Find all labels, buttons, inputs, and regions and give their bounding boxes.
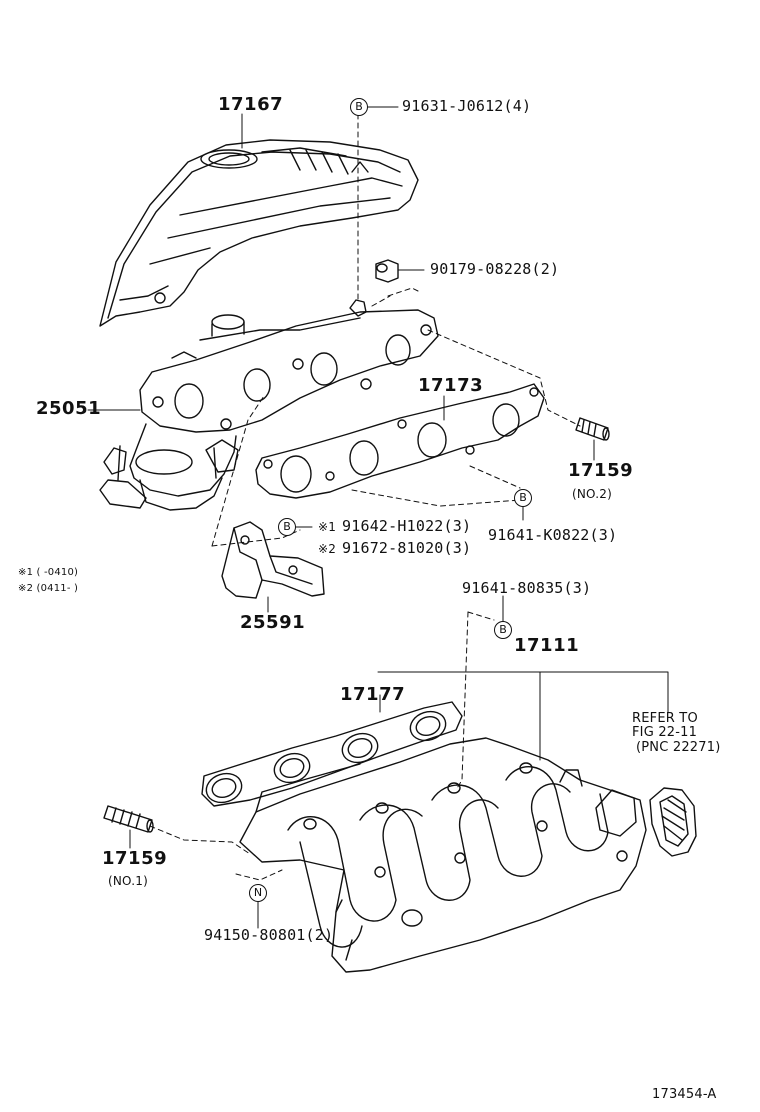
- nut-icon: [375, 259, 399, 283]
- footnote-2: ※2 (0411- ): [18, 583, 79, 594]
- footnote-1: ※1 ( -0410): [18, 567, 79, 578]
- part-number-91672: 91672-81020(3): [342, 539, 472, 557]
- part-number-90179: 90179-08228(2): [430, 260, 560, 278]
- leader-lines: [87, 106, 669, 929]
- exhaust-manifold-icon: [99, 309, 439, 511]
- marker-b-icon: B: [494, 621, 512, 639]
- part-number-94150: 94150-80801(2): [204, 926, 334, 944]
- figure-id: 173454-A: [652, 1087, 717, 1102]
- part-number-25051: 25051: [36, 398, 102, 419]
- marker-n-icon: N: [249, 884, 267, 902]
- intake-gasket-icon: [201, 701, 463, 807]
- part-note-no2: (NO.2): [572, 487, 612, 501]
- bolt-icon: [349, 299, 367, 317]
- part-number-17159-no2: 17159: [568, 460, 634, 481]
- stud-bolt-icon: [103, 805, 154, 833]
- marker-b-icon: B: [278, 518, 296, 536]
- refer-line-1: REFER TO: [632, 711, 698, 726]
- intake-manifold-icon: [239, 737, 647, 973]
- refer-line-3: (PNC 22271): [636, 740, 721, 755]
- part-note-no1: (NO.1): [108, 874, 148, 888]
- part-number-91631: 91631-J0612(4): [402, 97, 532, 115]
- bracket-icon: [221, 521, 325, 599]
- footnote-mark-1: ※1: [318, 520, 337, 534]
- stud-bolt-icon: [575, 417, 610, 441]
- part-number-91641-80835: 91641-80835(3): [462, 579, 592, 597]
- part-number-17159-no1: 17159: [102, 848, 168, 869]
- part-number-91641-k0822: 91641-K0822(3): [488, 526, 618, 544]
- part-number-17111: 17111: [514, 635, 580, 656]
- marker-b-icon: B: [514, 489, 532, 507]
- part-number-17177: 17177: [340, 684, 406, 705]
- part-number-17167: 17167: [218, 94, 284, 115]
- footnote-mark-2: ※2: [318, 542, 337, 556]
- part-number-91642: 91642-H1022(3): [342, 517, 472, 535]
- marker-b-icon: B: [350, 98, 368, 116]
- part-number-17173: 17173: [418, 375, 484, 396]
- heat-insulator-icon: [99, 139, 419, 327]
- part-number-25591: 25591: [240, 612, 306, 633]
- refer-line-2: FIG 22-11: [632, 725, 698, 740]
- throttle-gasket-icon: [649, 787, 697, 857]
- manifold-gasket-icon: [255, 383, 545, 499]
